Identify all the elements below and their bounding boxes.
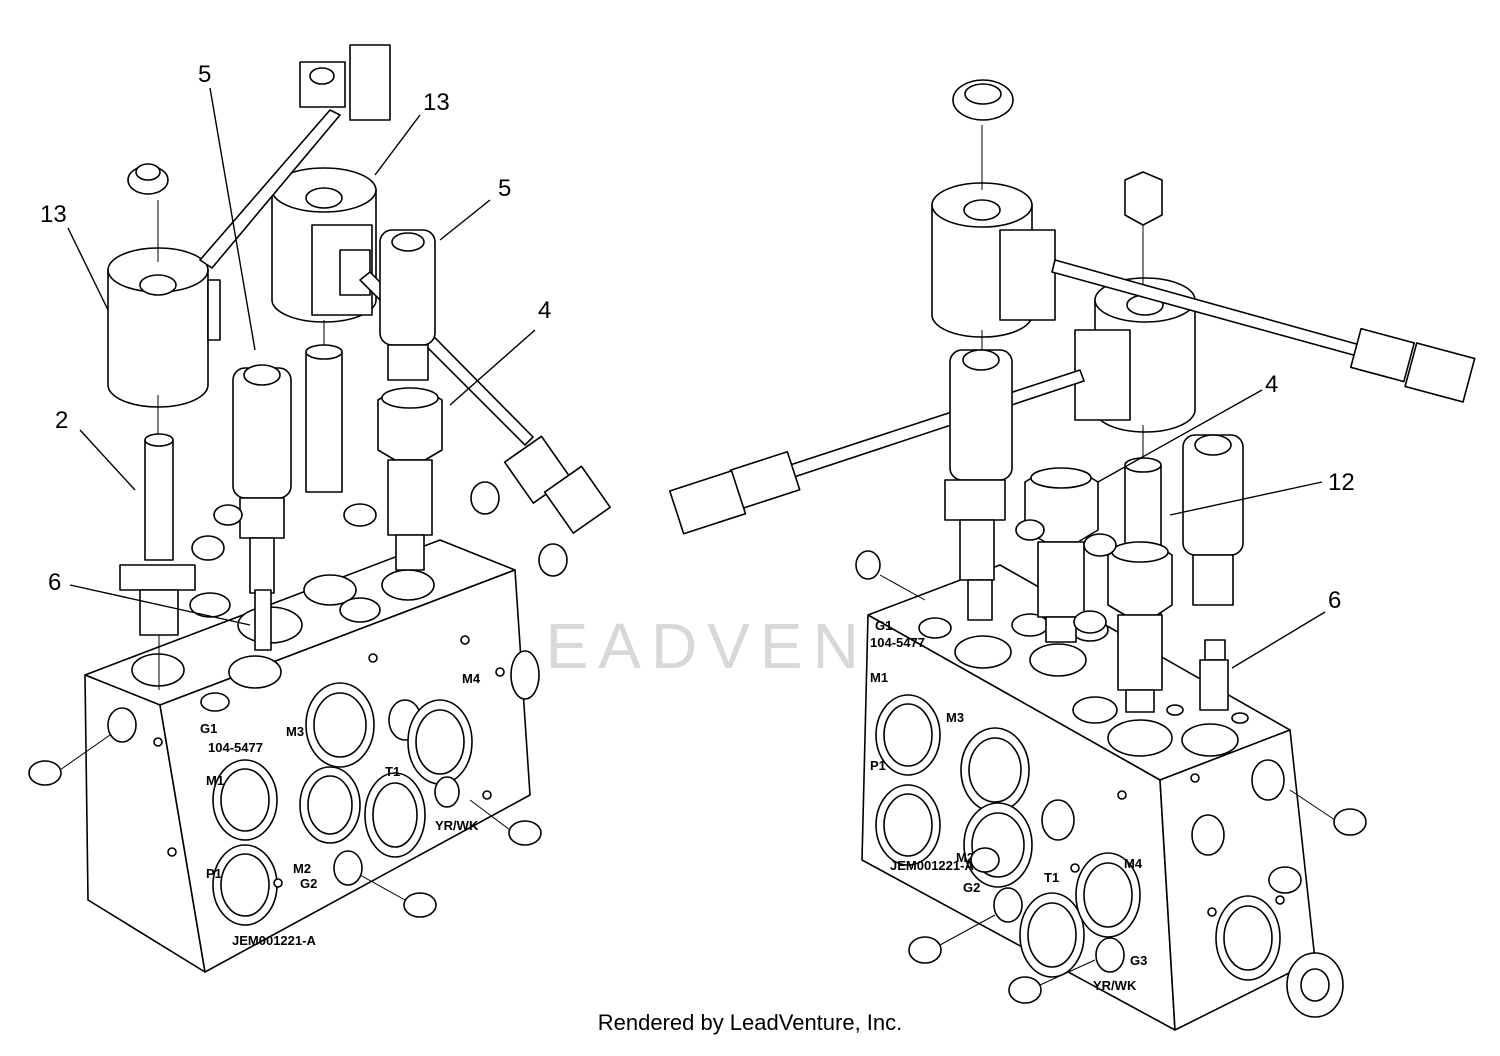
port-label-m4: M4 [462,671,481,686]
port-label-m3: M3 [946,710,964,725]
left-valve-assembly: G1 104-5477 M3 M4 M1 T1 YR/WK P1 M2 G2 J… [28,44,611,973]
port-label-g1: G1 [875,618,892,633]
left-o-rings [191,503,377,651]
left-plugs [28,481,568,918]
port-label-m2: M2 [293,861,311,876]
port-label-g1: G1 [200,721,217,736]
port-label-m1: M1 [870,670,888,685]
left-solenoid-coil-a [107,163,221,438]
callout-6-right: 6 [1328,587,1341,614]
port-label-t1: T1 [1044,870,1059,885]
port-label-g2: G2 [300,876,317,891]
port-label-part-number: 104-5477 [208,740,263,755]
left-check-valve-4 [377,387,443,571]
port-label-color: YR/WK [435,818,479,833]
callout-6-left: 6 [48,569,61,596]
port-label-block-id: JEM001221-A [890,858,974,873]
port-label-m3: M3 [286,724,304,739]
left-manifold-block [84,539,531,973]
callout-5-right: 5 [498,175,511,202]
left-relief-valve-5a [232,364,292,594]
right-valve-assembly: G1 104-5477 M1 M3 P1 M2 G2 T1 M4 JEM0012… [668,79,1476,1031]
port-label-m1: M1 [206,773,224,788]
right-wire-harness [668,259,1476,535]
callout-5-upper: 5 [198,61,211,88]
left-wire-harness [199,44,611,534]
port-label-part-number: 104-5477 [870,635,925,650]
footer-credit: Rendered by LeadVenture, Inc. [597,1010,903,1035]
left-solenoid-coil-b [271,167,377,493]
right-solenoid-coil-a [931,79,1056,350]
callout-13-left: 13 [40,201,67,228]
port-label-m4: M4 [1124,856,1143,871]
left-relief-valve-5b [379,229,436,381]
right-solenoid-coil-b [1074,171,1196,460]
port-label-p1: P1 [870,758,886,773]
port-label-color: YR/WK [1093,978,1137,993]
right-check-valve-lower [1107,541,1173,713]
left-cartridge-valve-2 [119,433,196,690]
right-plugs [855,550,1367,1018]
right-relief-valve [944,349,1013,621]
right-o-rings [1015,519,1117,634]
right-valve-12 [1182,434,1244,711]
port-label-block-id: JEM001221-A [232,933,316,948]
callout-12: 12 [1328,469,1355,496]
callout-4-left: 4 [538,297,551,324]
callout-2: 2 [55,407,68,434]
port-label-p1: P1 [206,866,222,881]
callout-4-right: 4 [1265,371,1278,398]
right-check-valve-4 [1024,467,1099,643]
callout-13-upper: 13 [423,89,450,116]
port-label-g3: G3 [1130,953,1147,968]
port-label-m2: M2 [956,850,974,865]
port-label-t1: T1 [385,764,400,779]
port-label-g2: G2 [963,880,980,895]
